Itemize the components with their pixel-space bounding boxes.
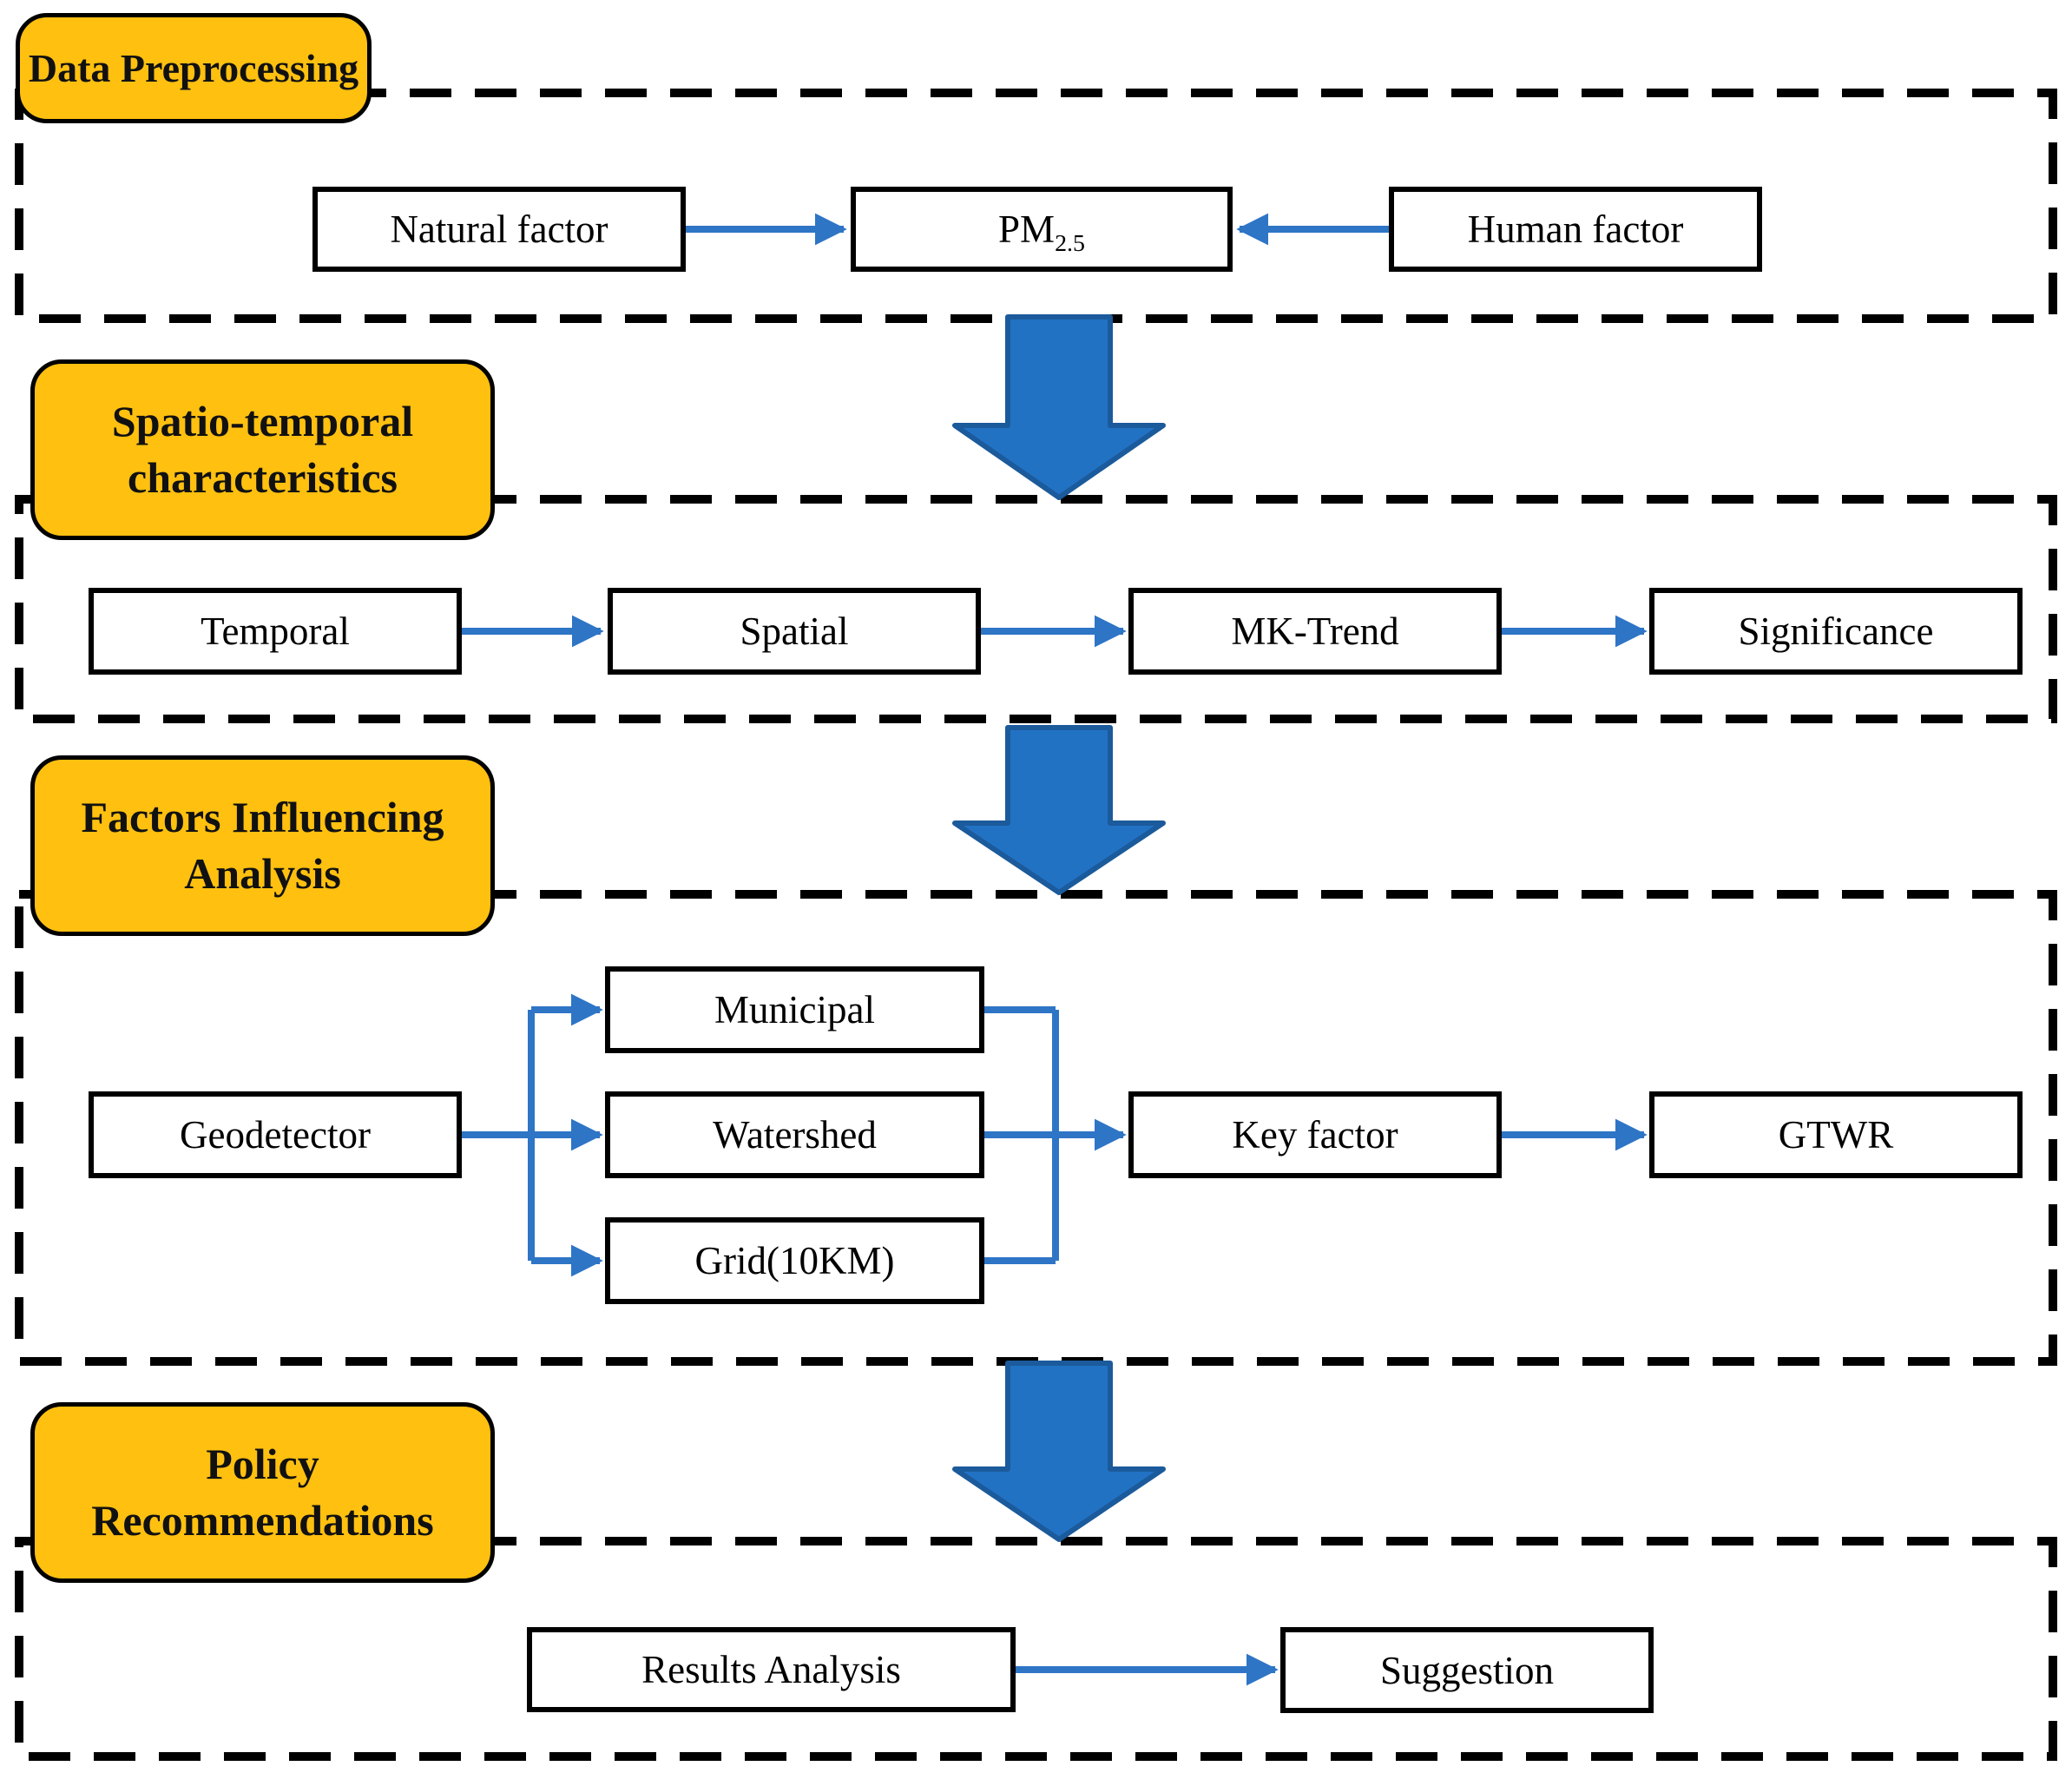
big-down-arrow-3 xyxy=(952,1361,1166,1542)
section-frame-spatio-temporal xyxy=(15,495,2057,723)
section-label-factors-influencing: Factors Influencing Analysis xyxy=(30,755,495,936)
node-pm25: PM2.5 xyxy=(851,187,1233,272)
node-suggestion: Suggestion xyxy=(1280,1627,1654,1713)
node-geodetector: Geodetector xyxy=(89,1091,462,1178)
big-down-arrow-2 xyxy=(952,725,1166,895)
node-human-factor: Human factor xyxy=(1389,187,1762,272)
pm25-text: PM2.5 xyxy=(998,208,1085,257)
node-spatial: Spatial xyxy=(608,588,981,675)
node-results-analysis: Results Analysis xyxy=(527,1627,1016,1712)
node-natural-factor: Natural factor xyxy=(312,187,686,272)
section-label-spatio-temporal: Spatio-temporal characteristics xyxy=(30,359,495,540)
node-grid-10km: Grid(10KM) xyxy=(605,1217,984,1304)
node-gtwr: GTWR xyxy=(1649,1091,2023,1178)
section-label-data-preprocessing: Data Preprocessing xyxy=(16,13,372,123)
node-mk-trend: MK-Trend xyxy=(1128,588,1502,675)
big-down-arrow-1 xyxy=(952,314,1166,500)
node-key-factor: Key factor xyxy=(1128,1091,1502,1178)
node-watershed: Watershed xyxy=(605,1091,984,1178)
node-municipal: Municipal xyxy=(605,966,984,1053)
section-label-policy-recommendations: Policy Recommendations xyxy=(30,1402,495,1583)
section-frame-policy-recommendations xyxy=(15,1537,2057,1761)
pm25-subscript: 2.5 xyxy=(1055,230,1085,257)
node-temporal: Temporal xyxy=(89,588,462,675)
node-significance: Significance xyxy=(1649,588,2023,675)
